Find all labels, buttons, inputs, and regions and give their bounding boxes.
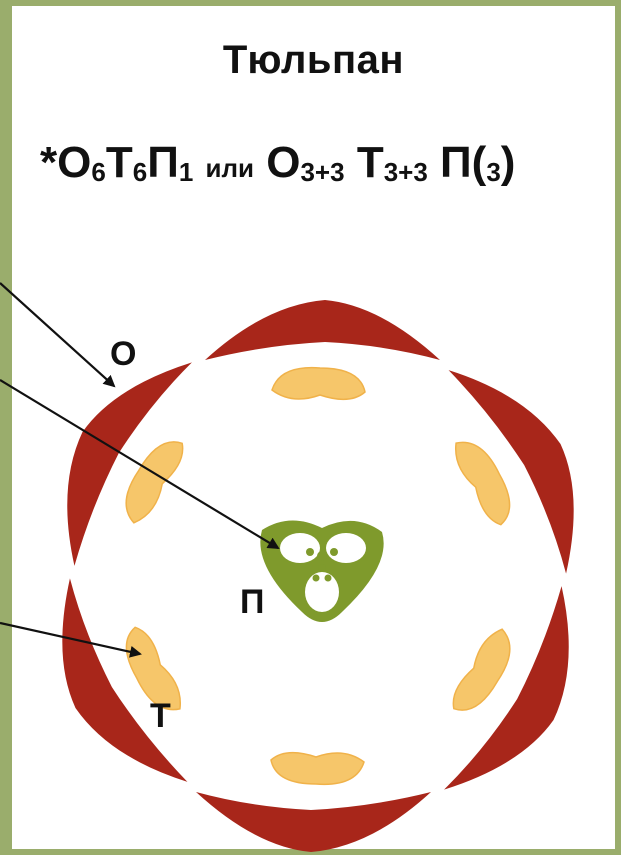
formula-star: * (40, 138, 58, 187)
formula-subscript: 3+3 (383, 157, 428, 187)
arrow-pistil (0, 379, 280, 550)
tepal-shape (196, 792, 431, 852)
outer-tepals (62, 300, 574, 852)
stamens (125, 366, 511, 786)
formula-subscript: 3 (486, 157, 501, 187)
arrow-perianth-inner (0, 621, 142, 658)
pistil (260, 520, 384, 622)
formula-or-word: или (205, 153, 254, 183)
stamen-shape (270, 751, 365, 786)
label-perianth-outer: О (110, 335, 136, 373)
stamen-shape (125, 441, 184, 524)
formula-symbol: П (147, 138, 179, 187)
formula-symbol: ) (500, 138, 516, 187)
stamen-shape (454, 441, 511, 526)
label-pistil: П (240, 583, 264, 621)
formula-symbol: П( (440, 138, 487, 187)
formula-symbol: О (266, 138, 301, 187)
pistil-locule (326, 533, 366, 563)
pistil-locule (305, 572, 339, 612)
formula-symbol: Т (356, 138, 384, 187)
tepal-shape (62, 578, 188, 782)
tepal-shape (448, 370, 574, 574)
stamen-shape (452, 628, 511, 711)
floral-formula: *О6Т6П1 или О3+3 Т3+3 П(3) (40, 138, 515, 188)
stamen-shape (271, 366, 366, 401)
formula-subscript: 3+3 (300, 157, 345, 187)
pistil-locule (280, 533, 320, 563)
label-perianth-inner: Т (150, 697, 171, 735)
formula-symbol: О (57, 138, 92, 187)
formula-subscript: 1 (178, 157, 194, 187)
formula-subscript: 6 (91, 157, 106, 187)
arrow-perianth-outer (0, 282, 116, 388)
formula-subscript: 6 (132, 157, 148, 187)
tepal-shape (67, 362, 192, 566)
page-title: Тюльпан (222, 38, 405, 82)
tepal-shape (205, 300, 440, 360)
formula-symbol: Т (105, 138, 133, 187)
tepal-shape (444, 586, 569, 790)
ovules (306, 548, 338, 582)
pointer-arrows (0, 282, 280, 658)
